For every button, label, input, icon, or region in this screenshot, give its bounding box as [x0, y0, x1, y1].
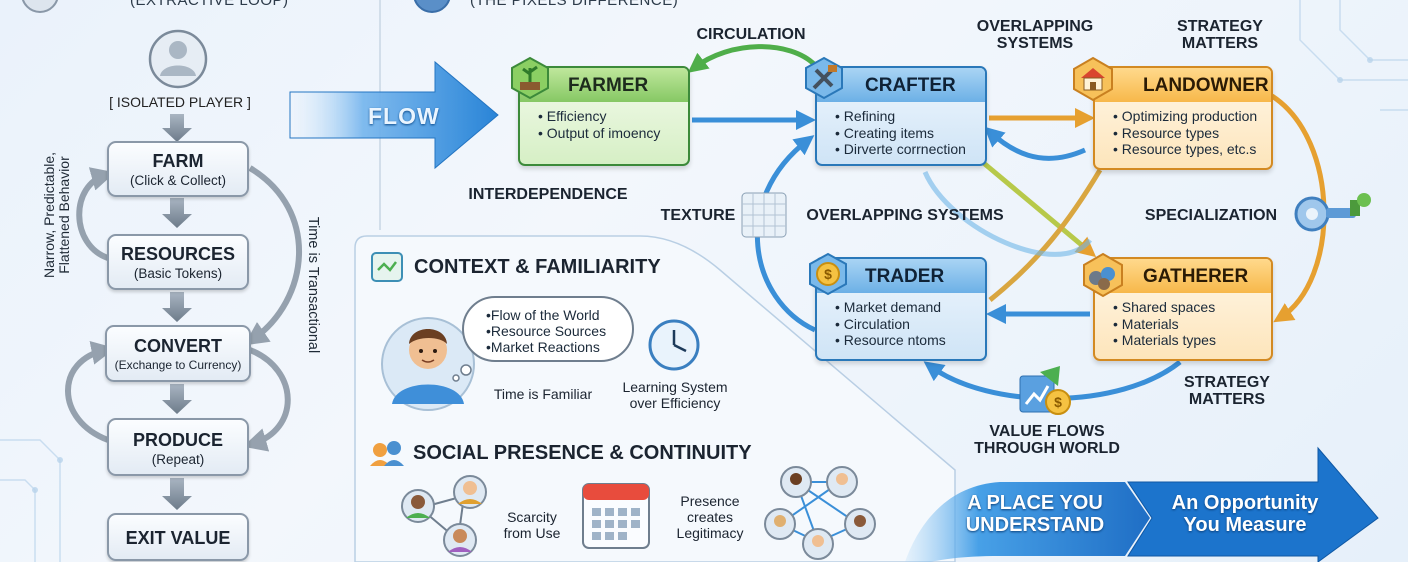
card-title: CRAFTER [817, 68, 985, 102]
step-farm: FARM (Click & Collect) [107, 141, 249, 197]
side-label-behavior: Narrow, Predictable, Flattened Behavior [41, 151, 72, 279]
thought-item: Flow of the World [486, 307, 632, 323]
banner-opportunity-measure: An Opportunity You Measure [1171, 492, 1319, 536]
presence-label: Presence creates Legitimacy [676, 493, 744, 541]
step-convert: CONVERT (Exchange to Currency) [105, 325, 251, 382]
step-produce: PRODUCE (Repeat) [107, 418, 249, 476]
isolated-player-icon [148, 29, 208, 89]
card-item: Resource ntoms [835, 332, 985, 349]
clock-icon [648, 319, 700, 371]
card-item: Optimizing production [1113, 108, 1271, 125]
card-item: Materials types [1113, 332, 1271, 349]
label-strategy-top: STRATEGY MATTERS [1177, 18, 1263, 52]
svg-text:$: $ [824, 266, 832, 282]
thought-item: Market Reactions [486, 339, 632, 355]
time-familiar-label: Time is Familiar [493, 386, 593, 402]
label-overlapping-mid: OVERLAPPING SYSTEMS [806, 207, 1004, 224]
thought-item: Resource Sources [486, 323, 632, 339]
card-title: LANDOWNER [1095, 68, 1271, 102]
scarcity-label: Scarcity from Use [503, 509, 561, 541]
texture-icon [741, 192, 787, 238]
farmer-plant-icon [511, 56, 549, 100]
step-sub: (Click & Collect) [129, 173, 226, 188]
label-strategy-bottom: STRATEGY MATTERS [1184, 374, 1270, 408]
thought-cloud: Flow of the World Resource Sources Marke… [462, 296, 634, 362]
trader-coin-icon: $ [809, 252, 847, 296]
label-value-flows: VALUE FLOWS THROUGH WORLD [974, 423, 1120, 457]
label-overlapping-top: OVERLAPPING SYSTEMS [976, 18, 1094, 52]
label-interdependence: INTERDEPENDENCE [468, 186, 628, 203]
social-people-icon [370, 441, 404, 466]
flow-label: FLOW [368, 103, 440, 129]
card-item: Circulation [835, 316, 985, 333]
card-item: Output of imoency [538, 125, 688, 142]
step-exit-value: EXIT VALUE [107, 513, 249, 561]
card-item: Dirverte corrnection [835, 141, 985, 158]
card-item: Materials [1113, 316, 1271, 333]
step-resources: RESOURCES (Basic Tokens) [107, 234, 249, 290]
card-item: Creating items [835, 125, 985, 142]
card-item: Refining [835, 108, 985, 125]
label-circulation: CIRCULATION [696, 26, 806, 43]
calendar-icon [582, 483, 650, 549]
crafter-tools-icon [805, 56, 843, 100]
step-sub: (Basic Tokens) [133, 266, 223, 281]
step-sub: (Repeat) [151, 452, 205, 467]
context-map-icon [371, 252, 403, 282]
banner-place-understand: A PLACE YOU UNDERSTAND [965, 492, 1105, 536]
step-title: EXIT VALUE [125, 528, 231, 548]
side-label-time: Time is Transactional [305, 216, 321, 354]
svg-text:$: $ [1054, 394, 1062, 410]
step-title: FARM [152, 151, 204, 171]
card-item: Efficiency [538, 108, 688, 125]
step-sub: (Exchange to Currency) [114, 358, 242, 372]
label-texture: TEXTURE [660, 207, 736, 224]
label-specialization: SPECIALIZATION [1144, 207, 1278, 224]
landowner-house-icon [1073, 56, 1113, 102]
right-subtitle: (THE PIXELS DIFFERENCE) [470, 0, 679, 9]
value-flows-icon: $ [1019, 366, 1071, 415]
specialization-gear-icon [1294, 193, 1371, 232]
card-landowner: LANDOWNER Optimizing production Resource… [1093, 66, 1273, 170]
step-title: RESOURCES [120, 244, 236, 264]
card-item: Resource types [1113, 125, 1271, 142]
learning-system-label: Learning System over Efficiency [622, 379, 728, 411]
card-item: Market demand [835, 299, 985, 316]
left-subtitle: (EXTRACTIVE LOOP) [130, 0, 289, 9]
card-item: Resource types, etc.s [1113, 141, 1271, 158]
social-title: SOCIAL PRESENCE & CONTINUITY [413, 442, 752, 464]
step-title: CONVERT [133, 336, 222, 356]
card-crafter: CRAFTER Refining Creating items Dirverte… [815, 66, 987, 166]
gatherer-resources-icon [1083, 252, 1123, 298]
context-title: CONTEXT & FAMILIARITY [414, 256, 661, 278]
isolated-player-label: [ ISOLATED PLAYER ] [109, 94, 251, 110]
player-avatar-icon [381, 317, 475, 411]
step-title: PRODUCE [132, 430, 223, 450]
card-title: GATHERER [1095, 259, 1271, 293]
card-item: Shared spaces [1113, 299, 1271, 316]
